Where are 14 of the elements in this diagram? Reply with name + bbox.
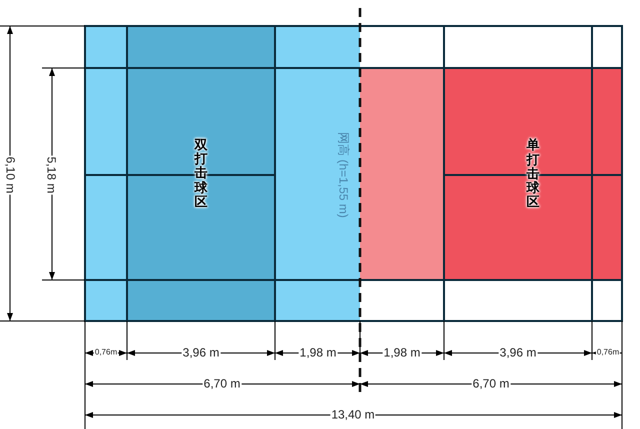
court-zone [444, 68, 622, 280]
dimension-label: 1,98 m [298, 346, 338, 360]
dimension-label: 0,76m [596, 348, 620, 358]
dimension-label: 6,70 m [472, 377, 510, 391]
dimension-label: 6,10 m [3, 156, 17, 194]
dimension-label: 1,98 m [382, 346, 422, 360]
dimension-label: 0,76m [94, 348, 118, 358]
dimension-label: 3,96 m [182, 346, 220, 360]
dimension-label: 13,40 m [330, 408, 376, 422]
dimension-label: 6,70 m [202, 377, 242, 391]
net-height-label: 网高 (h=1,55 m) [336, 131, 350, 219]
dimension-label: 5,18 m [44, 156, 58, 194]
court-zone [127, 26, 275, 321]
dimension-label: 3,96 m [498, 346, 538, 360]
